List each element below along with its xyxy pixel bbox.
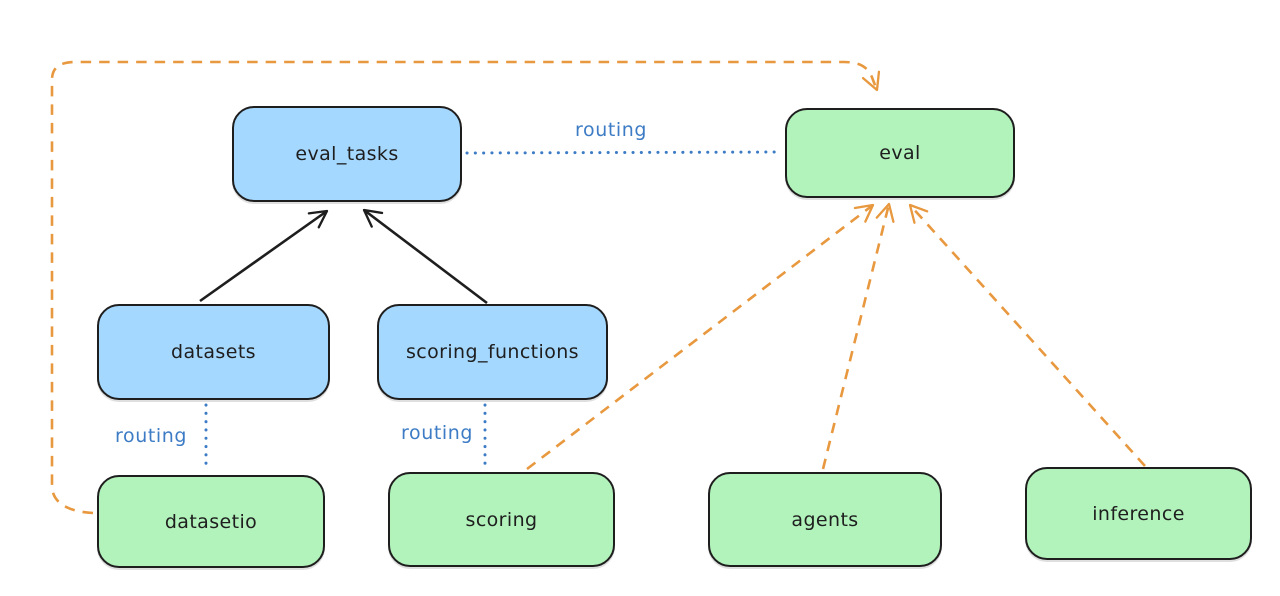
edge-routing-eval_tasks-to-eval [465, 150, 783, 155]
edge-label-routing-datasets-datasetio: routing [115, 425, 188, 447]
node-eval: eval [785, 108, 1015, 198]
node-eval-tasks: eval_tasks [232, 106, 462, 202]
node-scoring: scoring [388, 472, 615, 567]
edge-inference-to-eval [908, 203, 1146, 467]
node-datasets: datasets [97, 304, 330, 400]
node-agents-label: agents [791, 508, 859, 531]
node-inference: inference [1025, 467, 1252, 560]
node-datasetio: datasetio [97, 475, 325, 568]
edge-scoring_functions-to-eval_tasks [362, 208, 488, 305]
edge-datasets-to-eval_tasks [199, 209, 329, 303]
node-eval-tasks-label: eval_tasks [295, 143, 399, 165]
node-agents: agents [708, 472, 942, 567]
node-datasetio-label: datasetio [164, 510, 258, 533]
edge-agents-to-eval [821, 202, 895, 470]
node-inference-label: inference [1092, 502, 1185, 525]
node-datasets-label: datasets [171, 341, 256, 363]
node-scoring-label: scoring [465, 508, 538, 531]
node-scoring-functions-label: scoring_functions [406, 341, 579, 363]
node-scoring-functions: scoring_functions [377, 304, 608, 400]
node-eval-label: eval [879, 142, 921, 164]
edge-label-routing-eval-tasks-eval: routing [575, 119, 648, 141]
edge-label-routing-scoring-functions-scoring: routing [401, 422, 474, 444]
edge-datasetio-to-eval [50, 60, 881, 515]
